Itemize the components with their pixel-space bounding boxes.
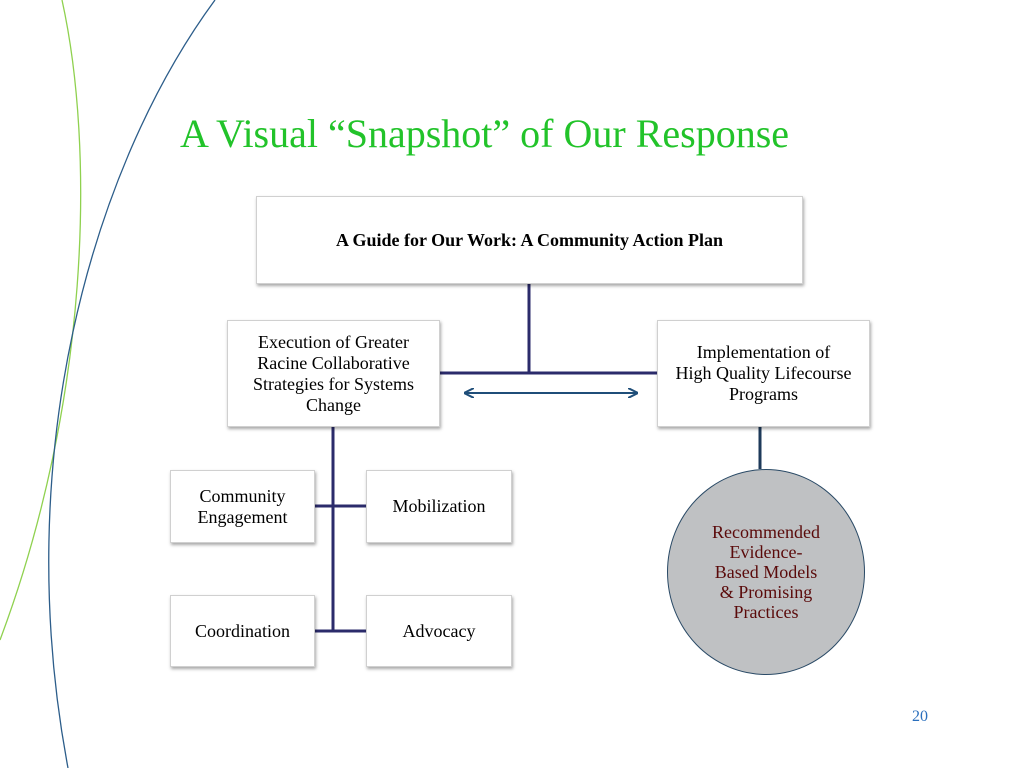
community-engagement-box: Community Engagement bbox=[170, 470, 315, 543]
lifecourse-programs-box: Implementation of High Quality Lifecours… bbox=[657, 320, 870, 427]
evidence-based-models-circle: Recommended Evidence- Based Models & Pro… bbox=[667, 469, 865, 675]
mobilization-box: Mobilization bbox=[366, 470, 512, 543]
page-number: 20 bbox=[912, 708, 928, 725]
decorative-green-curve bbox=[0, 0, 82, 641]
decorative-blue-curve bbox=[48, 0, 216, 768]
advocacy-box: Advocacy bbox=[366, 595, 512, 667]
coordination-box: Coordination bbox=[170, 595, 315, 667]
collaborative-strategies-box: Execution of Greater Racine Collaborativ… bbox=[227, 320, 440, 427]
community-action-plan-box: A Guide for Our Work: A Community Action… bbox=[256, 196, 803, 284]
slide-title: A Visual “Snapshot” of Our Response bbox=[180, 111, 790, 156]
